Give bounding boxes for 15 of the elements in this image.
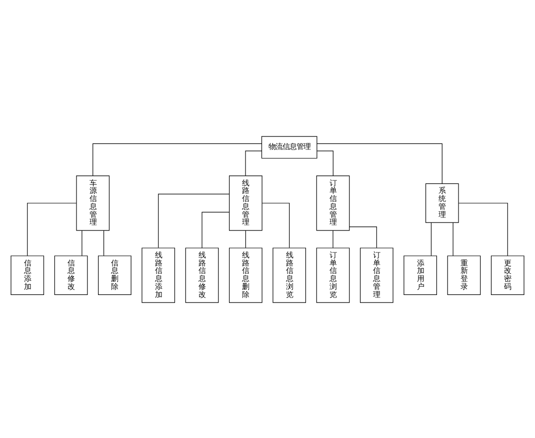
connector — [262, 202, 290, 248]
connector — [27, 202, 77, 256]
connector — [158, 193, 230, 248]
connector — [202, 211, 230, 248]
connector — [458, 202, 508, 256]
connector — [452, 222, 454, 256]
connector — [349, 226, 377, 248]
connector — [316, 150, 334, 176]
connector — [103, 230, 104, 256]
connector — [92, 142, 262, 176]
connector — [245, 150, 262, 176]
connector — [245, 230, 246, 248]
connector — [430, 222, 432, 256]
connector — [316, 142, 442, 184]
connector — [332, 230, 334, 248]
